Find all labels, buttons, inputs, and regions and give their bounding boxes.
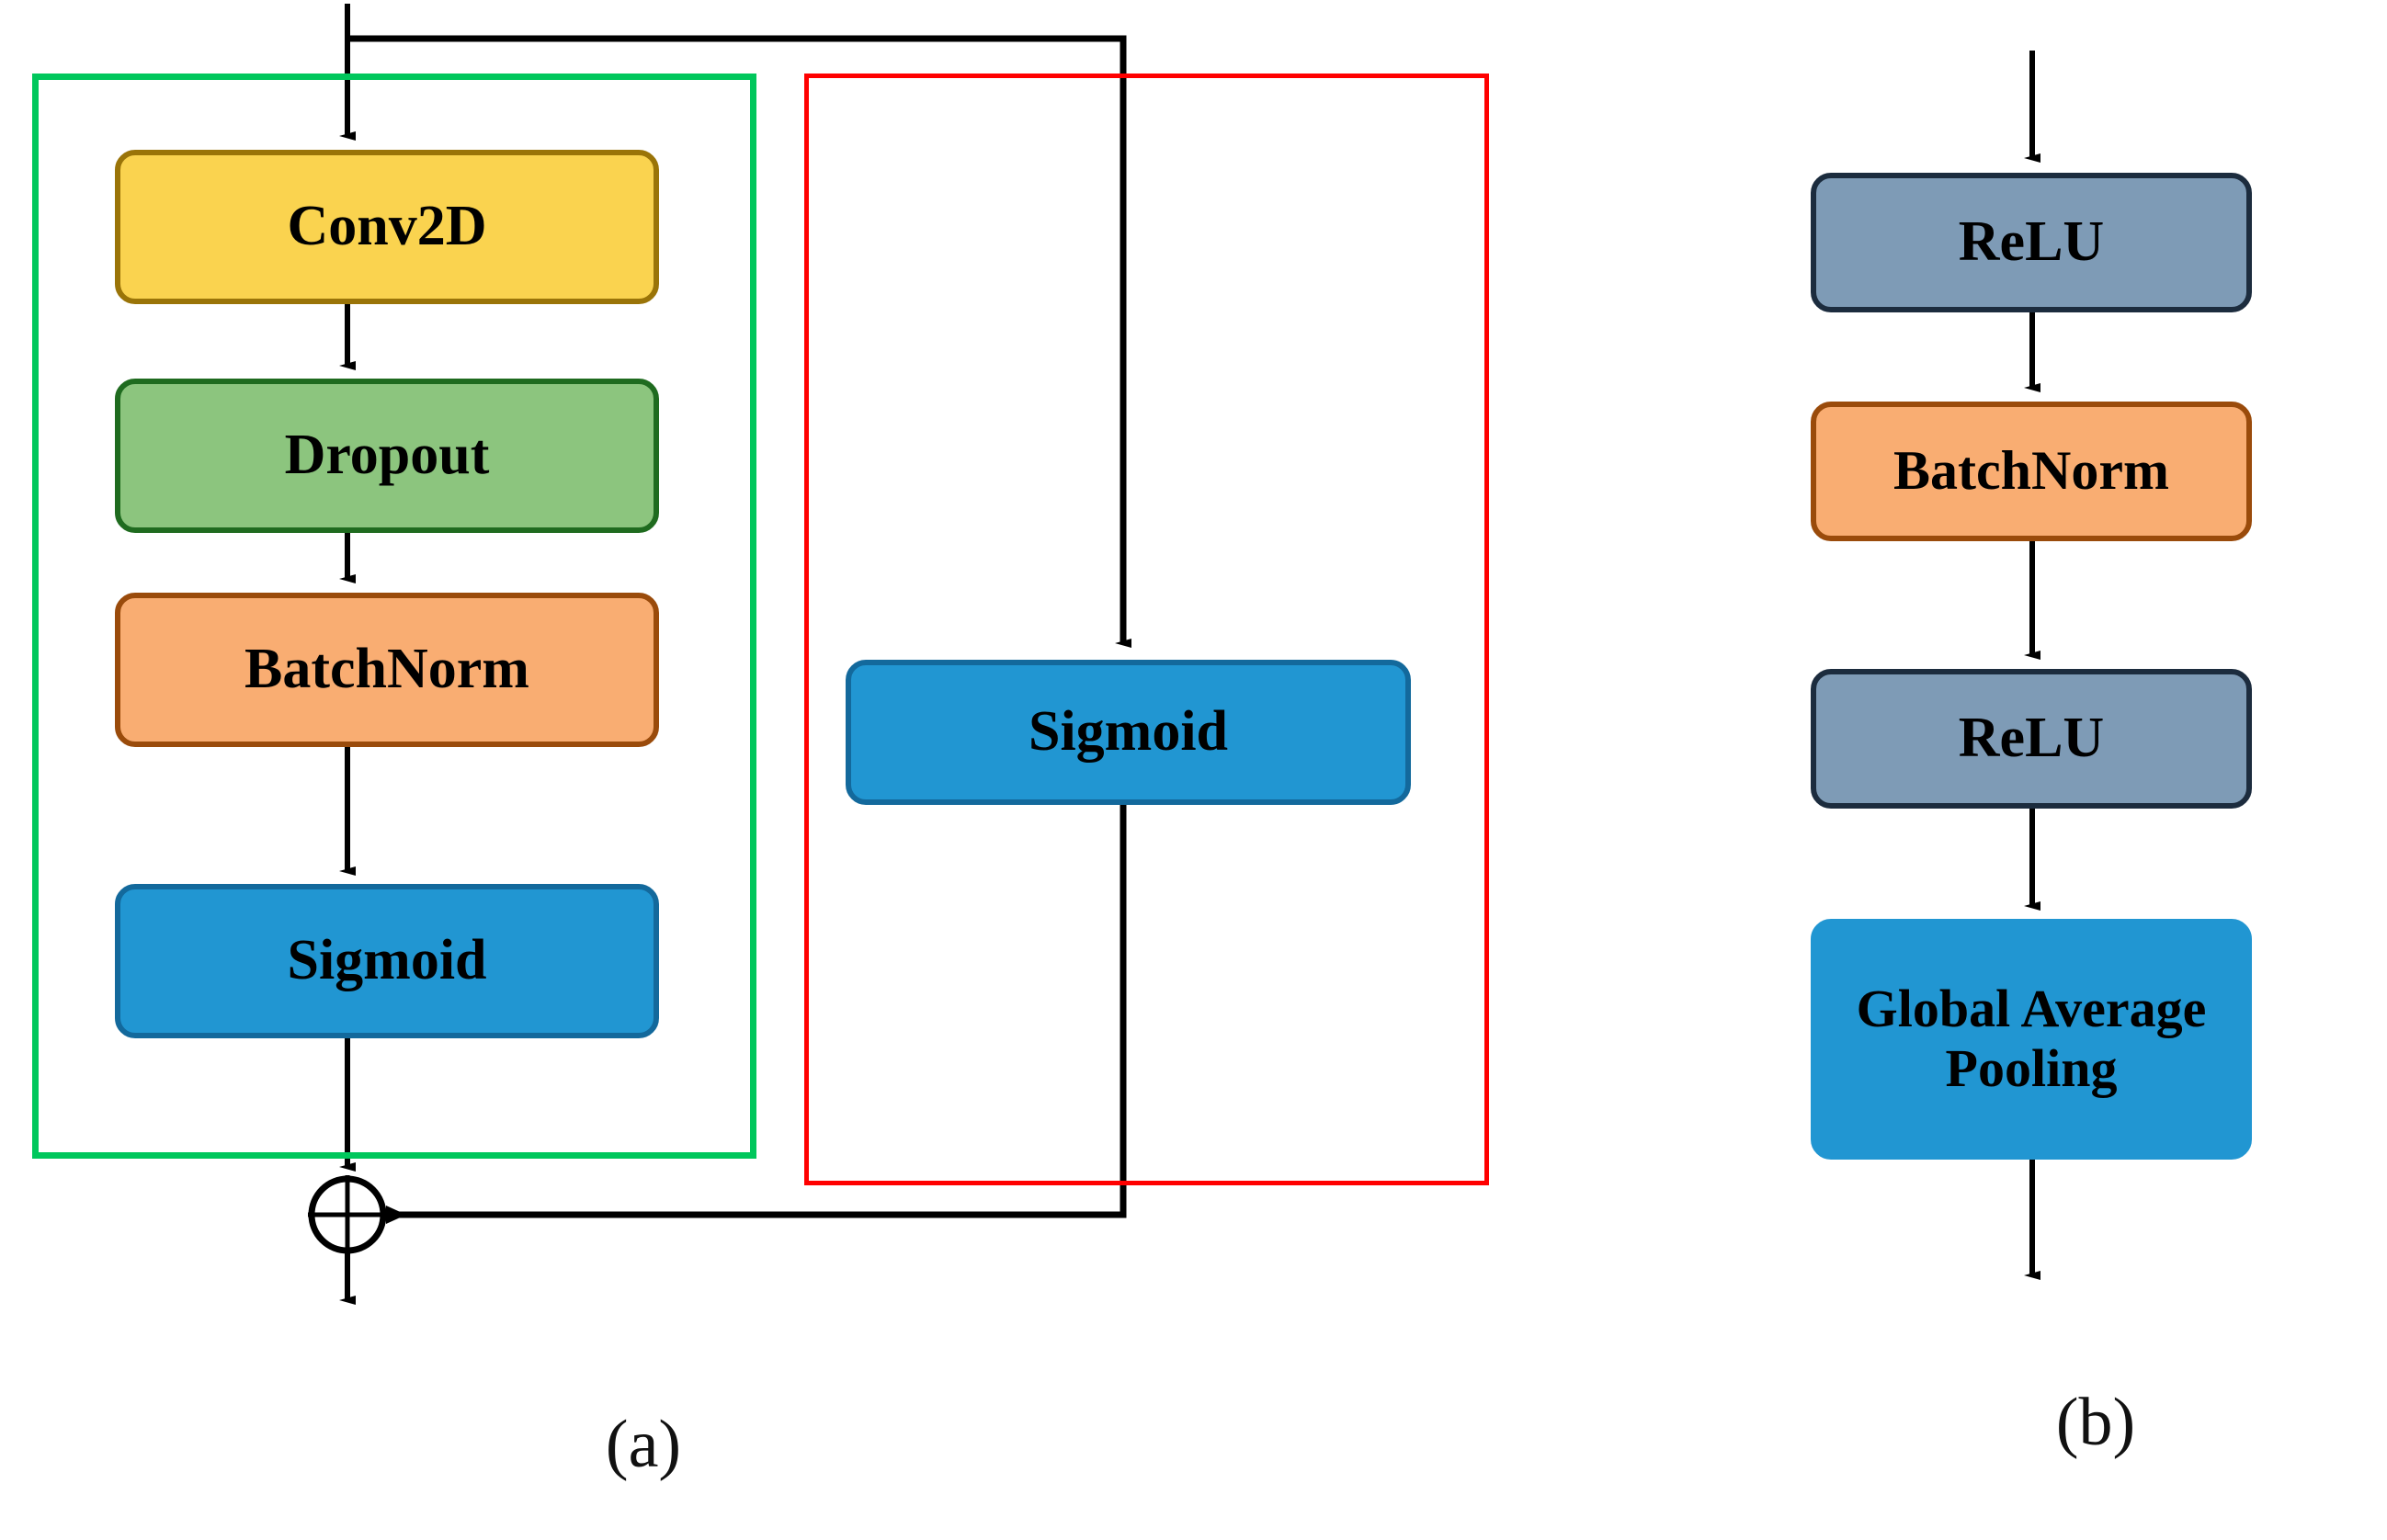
main-branch-group [32,74,756,1159]
node-dropout-label: Dropout [284,424,490,487]
node-sigmoid-attention[interactable]: Sigmoid [846,660,1411,805]
panel-label-a: (a) [605,1407,682,1482]
node-conv2d-label: Conv2D [287,195,487,258]
node-dropout[interactable]: Dropout [115,379,659,533]
node-sigmoid-a-label: Sigmoid [287,929,487,992]
node-conv2d[interactable]: Conv2D [115,150,659,304]
node-batchnorm-a[interactable]: BatchNorm [115,593,659,747]
node-batchnorm-a-label: BatchNorm [244,638,529,701]
node-global-average-pooling[interactable]: Global Average Pooling [1811,919,2252,1160]
node-relu-2[interactable]: ReLU [1811,669,2252,809]
attention-branch-group [804,74,1489,1185]
node-relu-2-label: ReLU [1958,707,2105,770]
node-batchnorm-b-label: BatchNorm [1893,440,2169,502]
node-sigmoid-attention-label: Sigmoid [1028,700,1229,764]
node-gap-label-line1: Global Average [1856,979,2207,1039]
node-gap-label-line2: Pooling [1945,1038,2118,1098]
panel-label-b: (b) [2055,1385,2136,1460]
plus-circle-icon [308,1175,387,1254]
node-relu-1[interactable]: ReLU [1811,173,2252,312]
node-batchnorm-b[interactable]: BatchNorm [1811,402,2252,541]
node-relu-1-label: ReLU [1958,210,2105,274]
node-sigmoid-a[interactable]: Sigmoid [115,884,659,1038]
